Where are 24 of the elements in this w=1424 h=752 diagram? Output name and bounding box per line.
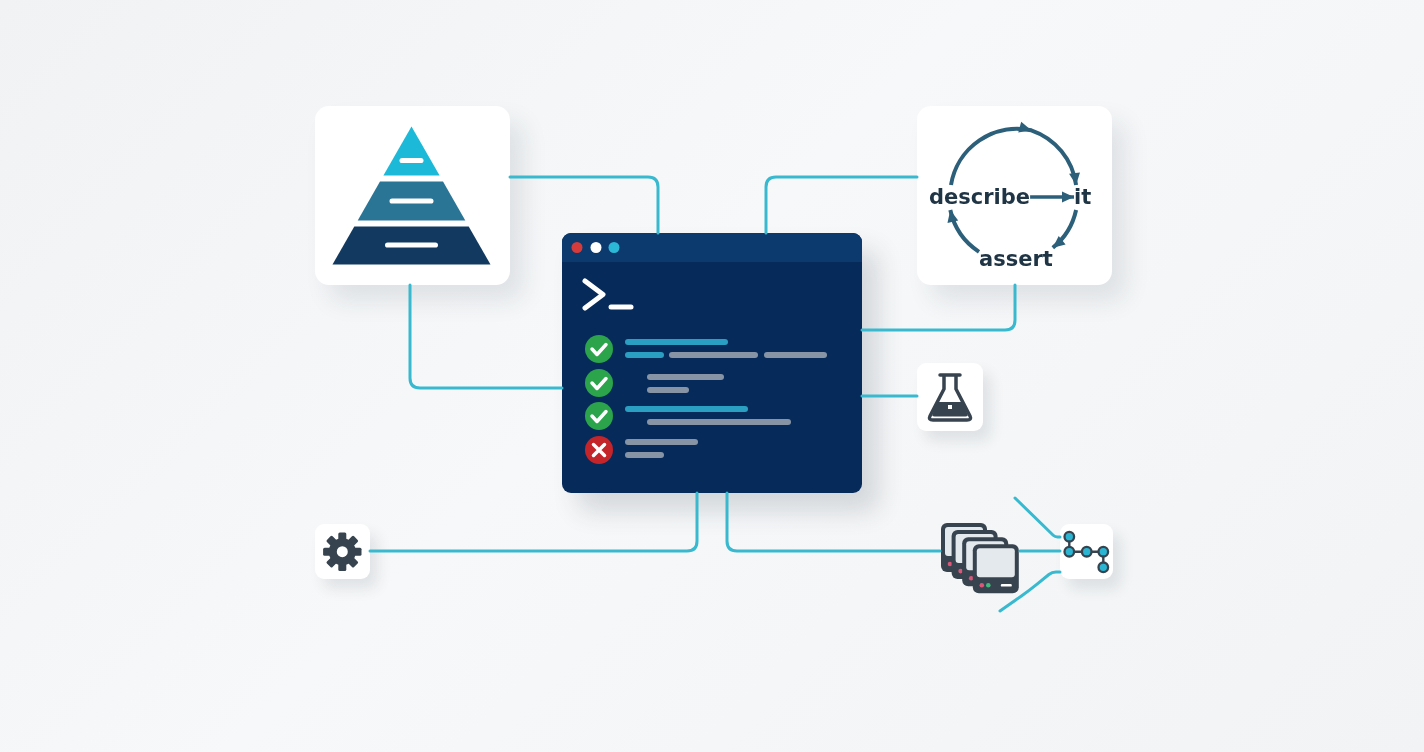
connector-line: [368, 491, 699, 553]
curved-arrow: [1051, 209, 1079, 250]
connector-line: [1013, 496, 1062, 539]
gear-icon: [315, 524, 370, 579]
terminal-window: [562, 233, 862, 493]
step-label: it: [1074, 185, 1092, 210]
connector-line: [508, 175, 660, 235]
cycle-card: [917, 106, 1112, 285]
connector-line: [1018, 549, 1062, 553]
node-graph-icon: [1060, 524, 1113, 579]
curved-arrow: [949, 121, 1080, 186]
arrow: [1030, 191, 1074, 203]
connector-line: [860, 283, 1017, 332]
connector-line: [725, 491, 942, 553]
step-label: assert: [979, 247, 1053, 272]
device-stack-icon: [940, 522, 1020, 595]
connector-line: [764, 175, 919, 235]
curved-arrow: [948, 209, 981, 254]
connector-line: [998, 570, 1062, 613]
connector-line: [860, 394, 919, 398]
flask-icon: [917, 363, 983, 431]
pyramid-card: [315, 106, 510, 285]
connector-line: [408, 283, 564, 390]
step-label: describe: [929, 185, 1031, 210]
